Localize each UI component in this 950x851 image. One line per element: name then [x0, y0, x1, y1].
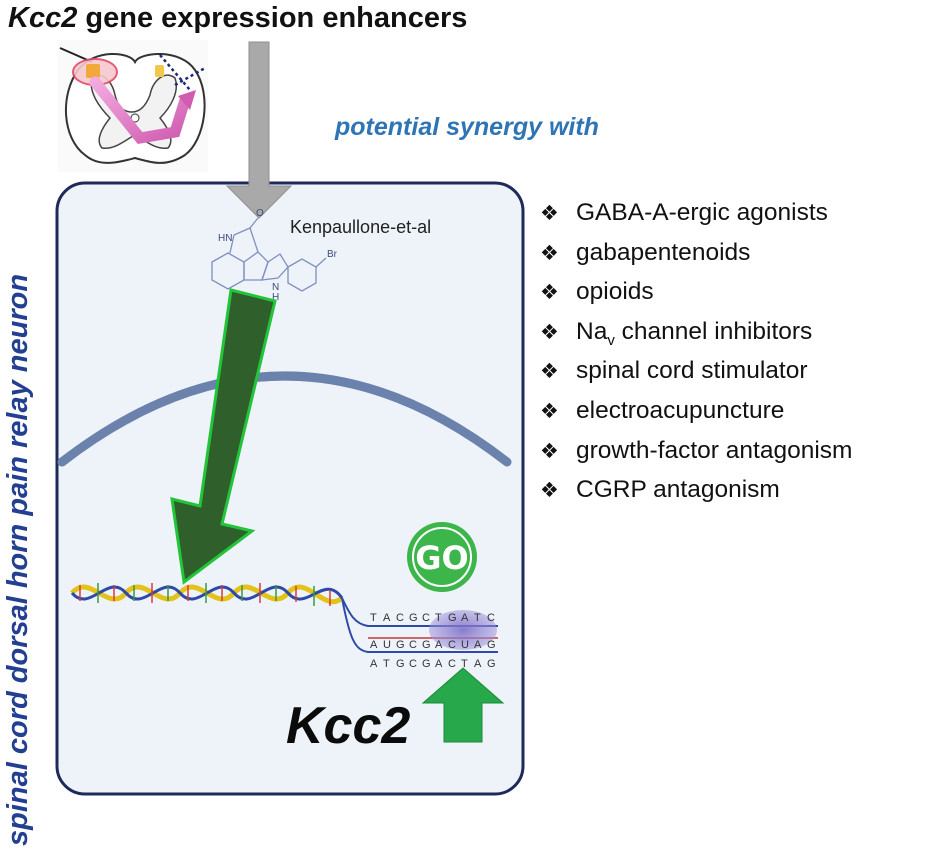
list-item: ❖ Nav channel inhibitors — [540, 312, 852, 352]
seq-bottom-letter: A — [370, 658, 378, 670]
structure-label-br: Br — [327, 249, 338, 260]
gray-input-arrow — [225, 41, 293, 219]
bullet-icon: ❖ — [540, 398, 559, 423]
seq-middle-letter: G — [487, 639, 496, 651]
list-item: ❖ spinal cord stimulator — [540, 351, 852, 391]
seq-top-letter: C — [422, 612, 430, 624]
list-item: ❖ growth-factor antagonism — [540, 431, 852, 471]
seq-top-letter: G — [409, 612, 418, 624]
neuron-cell — [55, 181, 525, 796]
seq-top-letter: A — [461, 612, 469, 624]
seq-top-letter: T — [435, 612, 442, 624]
seq-top-letter: T — [474, 612, 481, 624]
bullet-icon: ❖ — [540, 201, 559, 225]
list-item-subscript: v — [607, 331, 615, 349]
seq-middle-letter: G — [422, 639, 431, 651]
seq-middle-letter: A — [370, 639, 378, 651]
synergy-label: potential synergy with — [335, 113, 599, 141]
bullet-icon: ❖ — [540, 359, 559, 384]
bullet-icon: ❖ — [540, 478, 559, 503]
dna-sequence-bottom: A T G C G A C T A G — [370, 658, 496, 670]
structure-label-hn: HN — [218, 233, 232, 244]
structure-label-h: H — [272, 292, 279, 303]
bullet-icon: ❖ — [540, 240, 559, 265]
compound-label: Kenpaullone-et-al — [290, 217, 432, 237]
seq-top-letter: A — [383, 612, 391, 624]
title-gene: Kcc2 — [8, 2, 78, 34]
list-item-text: GABA-A-ergic agonists — [576, 199, 828, 226]
list-item: ❖ gabapentenoids — [540, 233, 852, 273]
list-item-text: spinal cord stimulator — [576, 357, 808, 385]
nuclear-membrane — [57, 371, 512, 467]
seq-bottom-letter: G — [422, 658, 431, 670]
title-rest: gene expression enhancers — [77, 2, 468, 34]
seq-bottom-letter: A — [474, 658, 482, 670]
transcription-marker — [429, 610, 497, 650]
spinal-cord-cross-section-icon — [58, 40, 208, 172]
structure-label-n: N — [272, 282, 279, 293]
synergy-list: ❖ GABA-A-ergic agonists ❖ gabapentenoids ❖… — [540, 193, 852, 510]
list-item-text: CGRP antagonism — [576, 476, 780, 504]
list-item: ❖ CGRP antagonism — [540, 470, 852, 510]
list-item-text-rest: channel inhibitors — [614, 317, 813, 345]
seq-bottom-letter: G — [487, 658, 496, 670]
bullet-icon: ❖ — [540, 438, 559, 463]
figure-title: Kcc2 gene expression enhancers — [8, 2, 467, 35]
seq-middle-letter: C — [448, 639, 456, 651]
seq-top-letter: T — [370, 612, 377, 624]
list-item: ❖ electroacupuncture — [540, 391, 852, 431]
list-item: ❖ GABA-A-ergic agonists — [540, 193, 852, 233]
seq-middle-letter: U — [383, 639, 391, 651]
seq-bottom-letter: T — [383, 658, 390, 670]
go-badge-label: GO — [415, 539, 468, 577]
kenpaullone-structure-icon — [211, 217, 327, 292]
list-item-text: electroacupuncture — [576, 396, 785, 424]
seq-bottom-letter: G — [396, 658, 405, 670]
dna-sequence-top: T A C G C T G A T C — [370, 612, 495, 624]
kcc2-label: Kcc2 — [286, 697, 411, 755]
list-item-text: growth-factor antagonism — [576, 436, 853, 464]
seq-middle-letter: C — [409, 639, 417, 651]
seq-middle-letter: G — [396, 639, 405, 651]
structure-label-o: O — [256, 208, 264, 219]
green-signal-arrow — [170, 288, 277, 585]
seq-middle-letter: U — [461, 639, 469, 651]
side-label: spinal cord dorsal horn pain relay neuro… — [2, 273, 34, 846]
up-arrow-icon — [421, 667, 505, 743]
bullet-icon: ❖ — [540, 280, 559, 305]
list-item-text: gabapentenoids — [576, 238, 751, 266]
seq-middle-letter: A — [435, 639, 443, 651]
list-item-text: Na — [576, 317, 608, 345]
seq-bottom-letter: C — [409, 658, 417, 670]
seq-bottom-letter: A — [435, 658, 443, 670]
seq-bottom-letter: C — [448, 658, 456, 670]
go-badge-icon: GO — [407, 522, 477, 592]
bullet-icon: ❖ — [540, 319, 559, 344]
seq-top-letter: C — [396, 612, 404, 624]
seq-top-letter: G — [448, 612, 457, 624]
seq-bottom-letter: T — [461, 658, 468, 670]
dna-sequence-middle: A U G C G A C U A G — [370, 639, 496, 651]
list-item-text: opioids — [576, 278, 654, 306]
list-item: ❖ opioids — [540, 272, 852, 312]
seq-top-letter: C — [487, 612, 495, 624]
seq-middle-letter: A — [474, 639, 482, 651]
